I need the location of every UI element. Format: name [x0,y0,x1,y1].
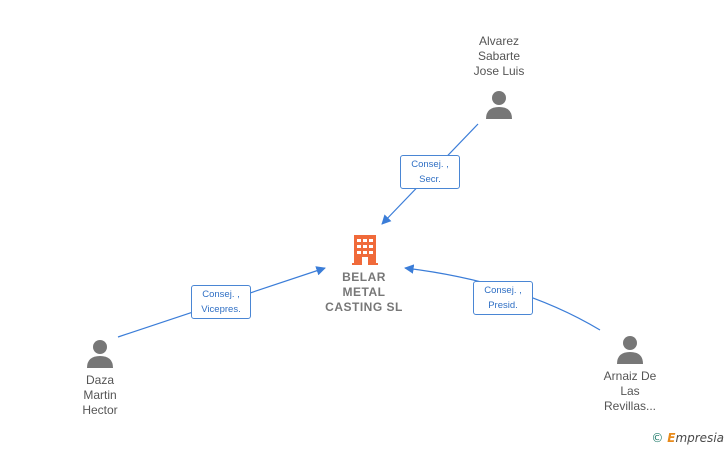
person-icon [87,340,113,368]
person-node-alvarez[interactable]: Alvarez Sabarte Jose Luis [439,34,559,119]
role-label-alvarez[interactable]: Consej. , Secr. [400,155,460,189]
brand-name: Empresia [667,431,724,445]
person-node-daza[interactable]: Daza Martin Hector [40,338,160,418]
person-name[interactable]: Daza Martin Hector [82,373,118,417]
copyright-icon: © [651,431,664,445]
person-name[interactable]: Arnaiz De Las Revillas... [603,369,657,413]
person-name[interactable]: Alvarez Sabarte Jose Luis [473,34,525,78]
company-name[interactable]: BELAR METAL CASTING SL [325,270,403,314]
empresia-watermark: © Empresia [651,431,724,445]
person-icon [486,91,512,119]
role-label-arnaiz[interactable]: Consej. , Presid. [473,281,533,315]
building-icon [352,235,378,265]
person-node-arnaiz[interactable]: Arnaiz De Las Revillas... [570,334,690,414]
person-icon [617,336,643,364]
role-label-daza[interactable]: Consej. , Vicepres. [191,285,251,319]
